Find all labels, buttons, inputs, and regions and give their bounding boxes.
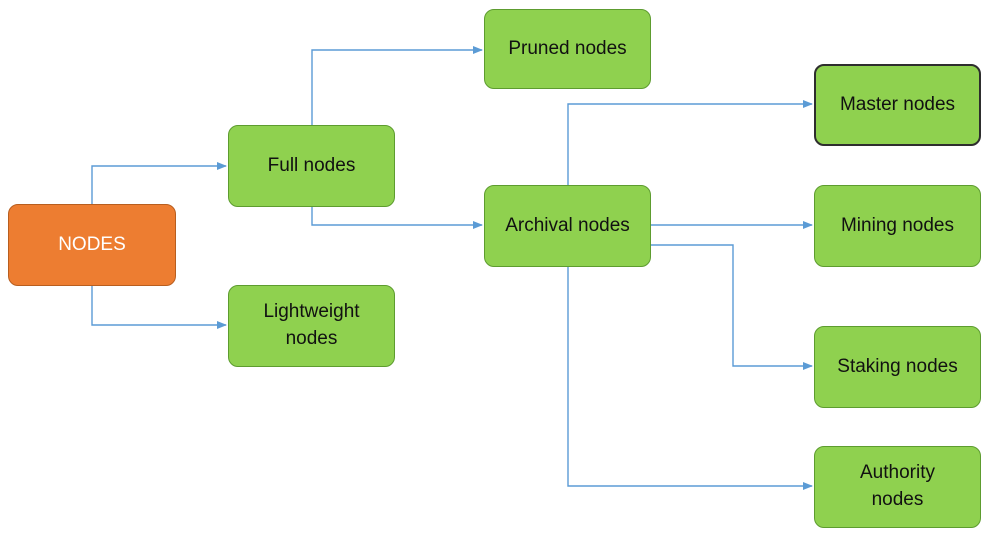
archival-nodes-box: Archival nodes <box>484 185 651 267</box>
full-nodes-box: Full nodes <box>228 125 395 207</box>
connector-root-to-lightweight <box>91 286 227 329</box>
connector-archival-to-authority <box>567 267 813 490</box>
authority-nodes-box: Authority nodes <box>814 446 981 528</box>
staking-nodes-box: Staking nodes <box>814 326 981 408</box>
connector-full-to-archival <box>311 207 483 229</box>
mining-nodes-box: Mining nodes <box>814 185 981 267</box>
pruned-nodes-box: Pruned nodes <box>484 9 651 89</box>
connector-root-to-full <box>91 162 227 204</box>
connector-archival-to-staking <box>651 244 813 370</box>
lightweight-nodes-box: Lightweight nodes <box>228 285 395 367</box>
nodes-root-box: NODES <box>8 204 176 286</box>
connector-full-to-pruned <box>311 46 483 125</box>
connector-archival-to-master <box>567 100 813 185</box>
master-nodes-box: Master nodes <box>814 64 981 146</box>
